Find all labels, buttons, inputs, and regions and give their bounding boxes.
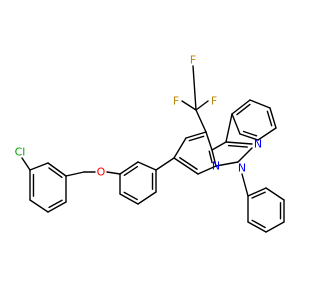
atom-label-fluorine-right: F <box>211 95 217 108</box>
atom-label-pyridine-nitrogen: N <box>212 160 220 173</box>
bond-15 <box>137 161 157 171</box>
bond-52 <box>247 187 267 197</box>
bond-48 <box>239 133 259 141</box>
atom-label-chlorine: Cl <box>15 146 26 159</box>
bond-54 <box>265 187 285 201</box>
bond-51 <box>241 173 249 197</box>
bond-22 <box>155 157 175 171</box>
bond-4 <box>48 199 63 209</box>
bond-25 <box>188 135 205 142</box>
bond-13 <box>119 161 139 175</box>
atom-label-oxygen: O <box>97 166 106 179</box>
bond-8 <box>29 162 49 171</box>
bond-53 <box>251 191 266 199</box>
bond-33 <box>225 141 253 145</box>
bond-49 <box>242 130 258 137</box>
bond-34 <box>215 161 239 167</box>
bond-37 <box>195 109 207 133</box>
bond-45 <box>269 107 277 129</box>
bond-23 <box>173 137 187 159</box>
bond-43 <box>236 103 251 116</box>
bond-29 <box>197 165 217 175</box>
bond-24 <box>185 131 207 139</box>
molecule-diagram: Cl O N N N F F F <box>15 54 285 233</box>
bond-44 <box>249 99 271 109</box>
bond-32 <box>211 141 227 151</box>
atom-label-pyrazole-n1: N <box>238 162 246 175</box>
atom-label-pyrazole-n2: N <box>254 138 262 151</box>
bond-30 <box>173 157 199 175</box>
atom-label-fluorine-left: F <box>173 95 179 108</box>
bond-47 <box>257 127 277 141</box>
bond-41 <box>225 113 233 143</box>
bond-9 <box>21 157 31 171</box>
bond-3 <box>47 201 67 213</box>
bond-layer <box>21 65 285 233</box>
bond-40 <box>195 100 209 111</box>
bond-31 <box>179 157 198 170</box>
bond-7 <box>48 167 63 178</box>
bond-26 <box>205 131 213 151</box>
bond-27 <box>211 149 217 167</box>
bond-42 <box>231 99 251 115</box>
bond-14 <box>123 165 139 177</box>
bond-35 <box>237 147 253 163</box>
bond-46 <box>266 110 273 127</box>
molecule-structure: Cl O N N N F F F <box>15 54 285 233</box>
bond-19 <box>119 193 139 205</box>
bond-59 <box>251 219 266 229</box>
bond-50 <box>231 113 241 135</box>
atom-label-fluorine-top: F <box>190 54 196 67</box>
bond-28 <box>208 150 213 164</box>
bond-12 <box>106 171 121 175</box>
bond-10 <box>65 171 85 177</box>
bond-57 <box>265 221 285 233</box>
bond-20 <box>123 191 138 201</box>
bond-39 <box>181 100 197 111</box>
bond-18 <box>137 191 157 205</box>
bond-58 <box>247 221 267 233</box>
bond-36 <box>227 144 248 148</box>
bond-6 <box>47 162 67 177</box>
atom-label-layer: Cl O N N N F F F <box>15 54 262 179</box>
bond-2 <box>29 199 49 213</box>
bond-38 <box>192 65 197 111</box>
